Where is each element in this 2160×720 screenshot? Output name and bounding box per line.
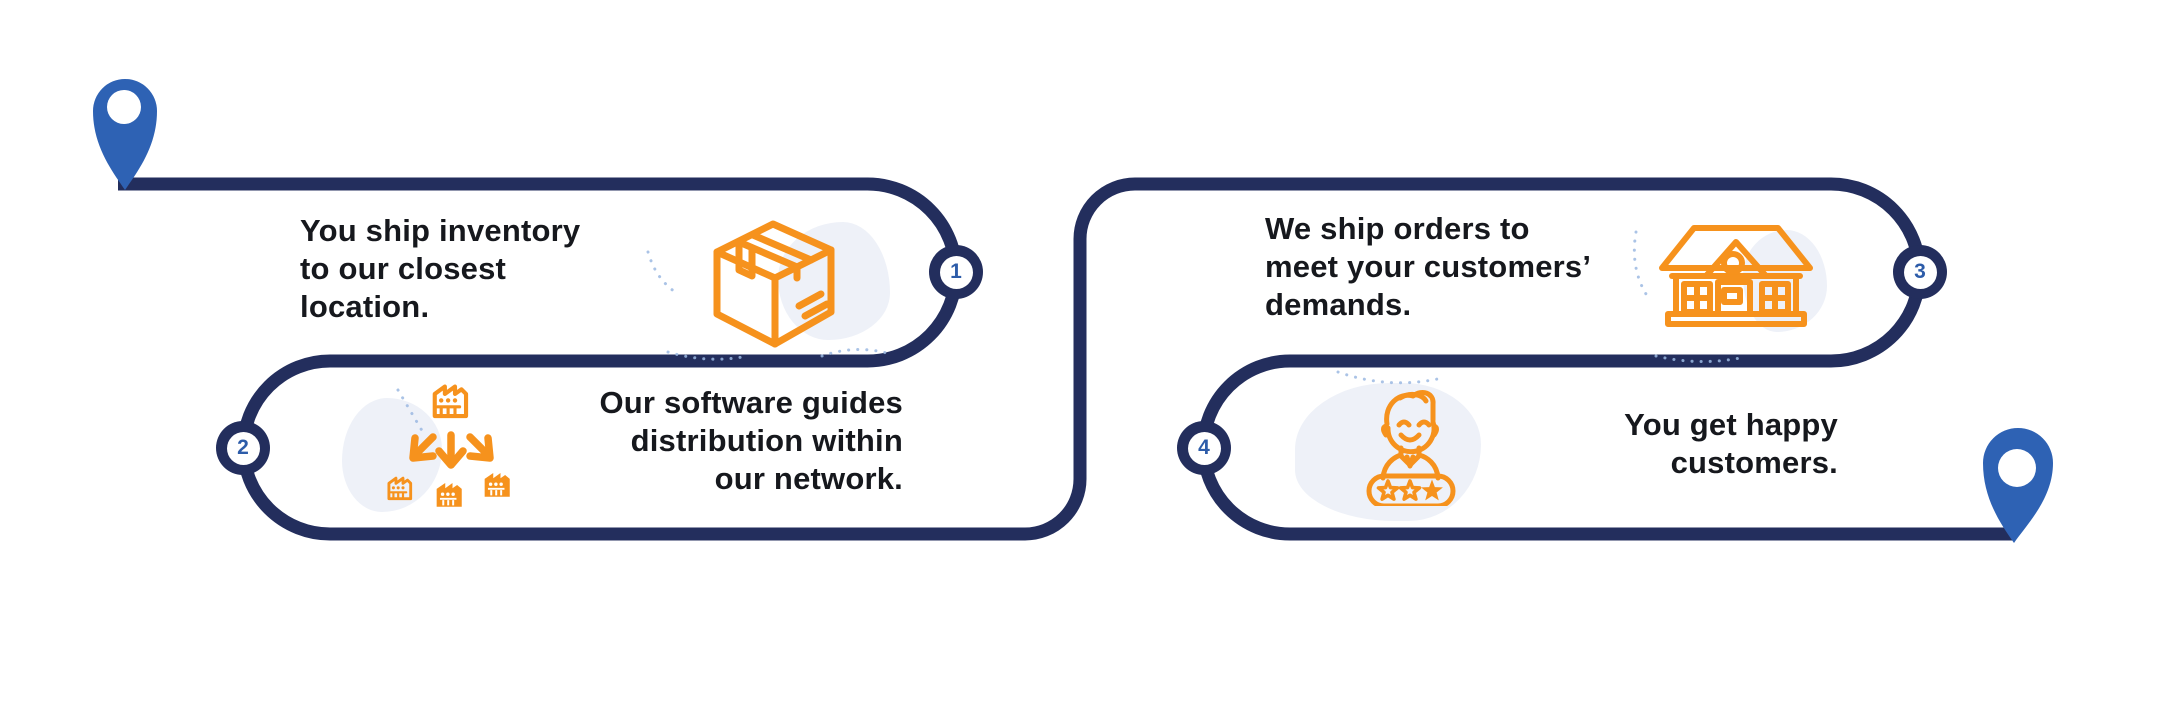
step-2-caption: Our software guides distribution within …	[599, 384, 903, 498]
map-pin-icon	[93, 79, 157, 190]
map-pin-icon	[1983, 428, 2053, 543]
distribution-network-icon	[387, 378, 511, 508]
step-number: 4	[1198, 436, 1210, 459]
step-3-caption: We ship orders to meet your customers’ d…	[1265, 210, 1591, 324]
shipping-box-icon	[713, 220, 835, 348]
step-number-badge: 2	[216, 421, 270, 475]
step-number-badge: 1	[929, 245, 983, 299]
caption-line: We ship orders to	[1265, 211, 1530, 246]
route-path	[118, 177, 2014, 541]
step-number: 2	[237, 436, 249, 459]
happy-customer-rating-icon	[1366, 390, 1456, 506]
storefront-house-icon	[1659, 225, 1813, 327]
step-number: 3	[1914, 260, 1926, 283]
caption-line: our network.	[714, 461, 903, 496]
step-number-badge: 3	[1893, 245, 1947, 299]
step-number: 1	[950, 260, 962, 283]
caption-line: to our closest	[300, 251, 507, 286]
step-4-caption: You get happy customers.	[1624, 406, 1838, 482]
caption-line: You get happy	[1624, 407, 1838, 442]
caption-line: distribution within	[630, 423, 903, 458]
caption-line: meet your customers’	[1265, 249, 1592, 284]
caption-line: You ship inventory	[300, 213, 581, 248]
step-number-badge: 4	[1177, 421, 1231, 475]
caption-line: Our software guides	[599, 385, 903, 420]
decorative-dots	[396, 230, 1742, 436]
caption-line: location.	[300, 289, 430, 324]
caption-line: demands.	[1265, 287, 1412, 322]
caption-line: customers.	[1670, 445, 1838, 480]
step-1-caption: You ship inventory to our closest locati…	[300, 212, 580, 326]
